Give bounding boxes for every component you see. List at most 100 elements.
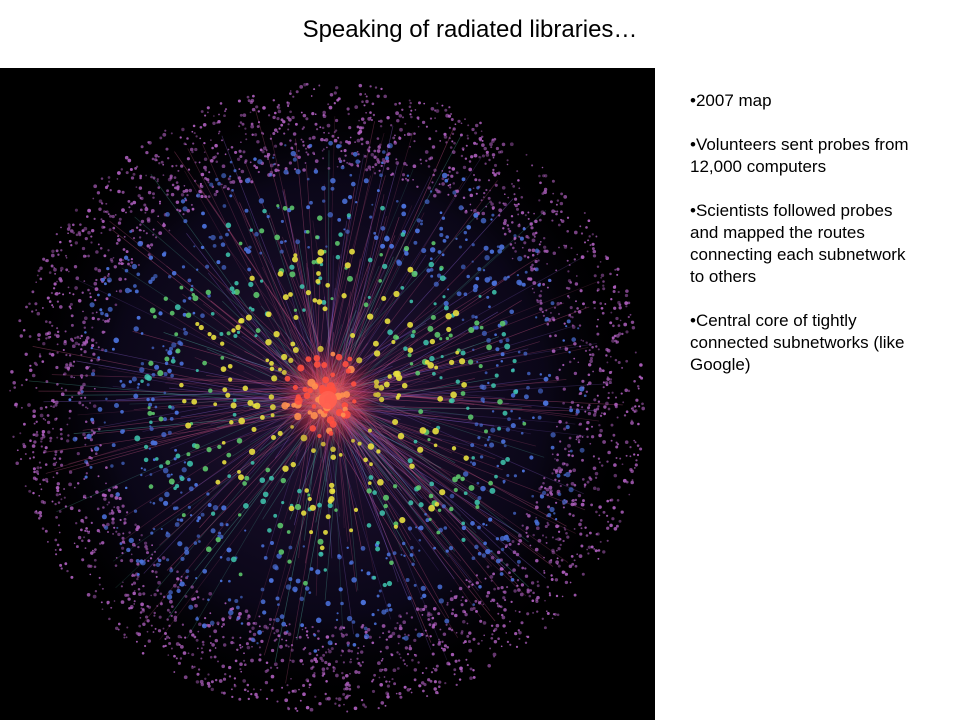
outer-ring-node — [591, 242, 595, 246]
outer-ring-node — [586, 480, 590, 484]
outer-ring-node — [307, 636, 310, 639]
yellow-node — [407, 266, 414, 273]
outer-ring-node — [80, 518, 84, 523]
outer-ring-node — [82, 432, 86, 437]
outer-ring-node — [215, 160, 219, 164]
mid-ring-node — [550, 301, 555, 306]
outer-ring-node — [114, 496, 119, 500]
inner-ring-node — [260, 498, 267, 505]
outer-ring-node — [54, 538, 58, 542]
outer-ring-node — [592, 455, 595, 458]
outer-ring-node — [345, 633, 348, 637]
outer-ring-node — [317, 629, 320, 633]
outer-ring-node — [546, 521, 549, 524]
outer-ring-node — [189, 630, 193, 634]
outer-ring-node — [59, 450, 63, 454]
outer-ring-node — [615, 316, 619, 321]
mid-ring-node — [209, 620, 215, 626]
outer-ring-node — [129, 167, 133, 172]
outer-ring-node — [569, 315, 572, 318]
outer-ring-node — [539, 307, 543, 311]
mid-ring-node — [371, 203, 374, 206]
outer-ring-node — [54, 548, 57, 551]
yellow-node — [316, 257, 324, 264]
outer-ring-node — [453, 673, 456, 676]
mid-ring-node — [152, 458, 156, 462]
outer-ring-node — [302, 648, 306, 651]
outer-ring-node — [432, 623, 436, 627]
outer-ring-node — [593, 398, 597, 402]
outer-ring-node — [273, 639, 277, 642]
outer-ring-node — [193, 597, 197, 601]
outer-ring-node — [518, 637, 521, 640]
outer-ring-node — [249, 161, 252, 164]
outer-ring-node — [490, 579, 493, 582]
outer-ring-node — [191, 130, 194, 133]
outer-ring-node — [445, 113, 450, 118]
outer-ring-node — [277, 634, 281, 638]
outer-ring-node — [139, 176, 142, 180]
outer-ring-node — [496, 602, 499, 605]
mid-ring-node — [218, 531, 222, 535]
outer-ring-node — [543, 245, 547, 249]
outer-ring-node — [454, 613, 458, 618]
outer-ring-node — [97, 475, 100, 478]
mid-ring-node — [174, 448, 178, 452]
inner-ring-node — [372, 575, 377, 580]
outer-ring-node — [234, 150, 238, 154]
inner-ring-node — [232, 412, 237, 417]
outer-ring-node — [67, 270, 70, 273]
inner-ring-node — [147, 410, 153, 416]
outer-ring-node — [460, 603, 464, 607]
outer-ring-node — [302, 663, 304, 666]
outer-ring-node — [207, 684, 211, 688]
outer-ring-node — [492, 168, 495, 172]
outer-ring-node — [386, 153, 390, 157]
outer-ring-node — [41, 360, 45, 363]
core-node — [342, 361, 349, 368]
outer-ring-node — [324, 651, 328, 654]
outer-ring-node — [525, 512, 529, 516]
outer-ring-node — [543, 556, 545, 559]
outer-ring-node — [374, 163, 378, 167]
outer-ring-node — [382, 632, 385, 635]
outer-ring-node — [531, 248, 536, 253]
yellow-node — [238, 318, 243, 324]
outer-ring-node — [595, 510, 598, 514]
outer-ring-node — [403, 162, 407, 166]
inner-ring-node — [460, 350, 466, 356]
outer-ring-node — [385, 691, 389, 696]
outer-ring-node — [76, 335, 80, 339]
mid-ring-node — [340, 165, 345, 170]
outer-ring-node — [493, 137, 497, 141]
outer-ring-node — [60, 498, 63, 501]
yellow-node — [393, 290, 400, 298]
outer-ring-node — [344, 683, 349, 687]
outer-ring-node — [550, 574, 553, 577]
outer-ring-node — [402, 659, 405, 662]
mid-ring-node — [283, 169, 289, 175]
outer-ring-node — [600, 273, 605, 278]
outer-ring-node — [132, 591, 136, 596]
outer-ring-node — [101, 587, 104, 590]
core-node — [313, 361, 321, 368]
mid-ring-node — [443, 526, 448, 530]
outer-ring-node — [282, 120, 286, 124]
mid-ring-node — [313, 169, 319, 174]
core-node — [303, 392, 311, 400]
outer-ring-node — [509, 643, 512, 646]
outer-ring-node — [464, 612, 468, 617]
outer-ring-node — [22, 442, 26, 446]
outer-ring-node — [405, 612, 409, 615]
outer-ring-node — [533, 291, 536, 294]
inner-ring-node — [255, 328, 261, 334]
outer-ring-node — [125, 211, 127, 214]
mid-ring-node — [190, 284, 194, 288]
outer-ring-node — [485, 188, 488, 192]
outer-ring-node — [247, 99, 251, 103]
outer-ring-node — [480, 130, 483, 133]
outer-ring-node — [207, 195, 211, 198]
outer-ring-node — [210, 139, 212, 141]
mid-ring-node — [219, 556, 223, 559]
outer-ring-node — [72, 364, 75, 368]
